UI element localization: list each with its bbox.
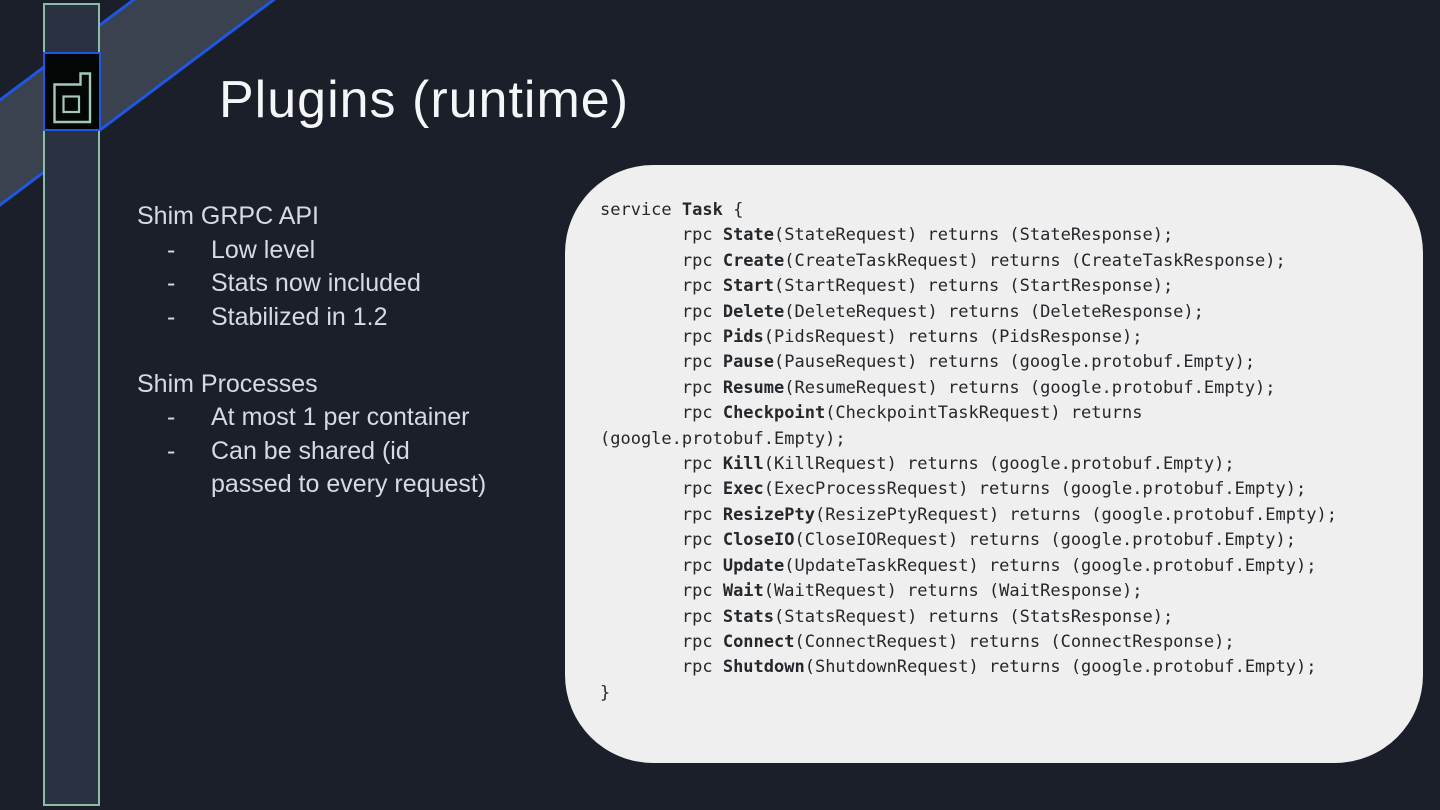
text-section: Shim Processes - At most 1 per container - C… [137,368,557,502]
code-line: rpc Shutdown(ShutdownRequest) returns (g… [600,657,1317,678]
bullet-dash: - [167,269,176,297]
code-line: rpc Delete(DeleteRequest) returns (Delet… [600,301,1204,322]
code-line: rpc Checkpoint(CheckpointTaskRequest) re… [600,403,1143,424]
code-line: rpc Stats(StatsRequest) returns (StatsRe… [600,606,1174,627]
code-line: rpc Start(StartRequest) returns (StartRe… [600,276,1174,297]
bullet-text: Stabilized in 1.2 [211,302,388,331]
bullet-item: - At most 1 per container [137,401,557,435]
code-line: (google.protobuf.Empty); [600,428,846,449]
bullet-item: - Can be shared (id passed to every reque… [137,435,557,502]
code-line: rpc Kill(KillRequest) returns (google.pr… [600,454,1235,475]
bullet-dash: - [167,403,176,431]
code-line: service Task { [600,200,744,220]
code-block: service Task { rpc State(StateRequest) r… [600,198,1405,706]
bullet-item: - Stats now included [137,267,557,301]
code-line: rpc Wait(WaitRequest) returns (WaitRespo… [600,581,1143,602]
bullet-item: - Low level [137,234,557,268]
bullet-text: Can be shared (id passed to every reques… [211,436,487,499]
code-line: rpc State(StateRequest) returns (StateRe… [600,225,1174,246]
code-line: rpc Update(UpdateTaskRequest) returns (g… [600,555,1317,576]
code-line: rpc ResizePty(ResizePtyRequest) returns … [600,504,1337,525]
bullet-text: Low level [211,235,316,264]
bullet-dash: - [167,436,176,465]
bullet-text: At most 1 per container [211,403,470,431]
code-line: rpc Pids(PidsRequest) returns (PidsRespo… [600,327,1143,348]
slide-title: Plugins (runtime) [219,71,630,129]
section-heading: Shim GRPC API [137,202,319,230]
diagonal-stripe-lower-edge [0,0,276,207]
section-heading: Shim Processes [137,369,318,398]
bullet-dash: - [167,235,176,264]
bullet-dash: - [167,302,176,331]
containerd-logo [43,52,101,131]
bullet-panel: Shim GRPC API - Low level - Stats now includ… [137,200,557,502]
code-line: rpc CloseIO(CloseIORequest) returns (goo… [600,530,1296,551]
code-line: rpc Resume(ResumeRequest) returns (googl… [600,377,1276,398]
containerd-d-icon [53,72,92,124]
code-line: rpc Exec(ExecProcessRequest) returns (go… [600,479,1307,500]
code-line: } [600,682,611,703]
bullet-text: Stats now included [211,269,421,297]
code-panel: service Task { rpc State(StateRequest) r… [565,165,1423,763]
code-line: rpc Pause(PauseRequest) returns (google.… [600,352,1256,373]
code-line: rpc Connect(ConnectRequest) returns (Con… [600,631,1235,652]
text-section: Shim GRPC API - Low level - Stats now includ… [137,200,557,334]
vertical-bar-decoration [43,3,100,806]
bullet-item: - Stabilized in 1.2 [137,301,557,335]
code-line: rpc Create(CreateTaskRequest) returns (C… [600,250,1286,271]
